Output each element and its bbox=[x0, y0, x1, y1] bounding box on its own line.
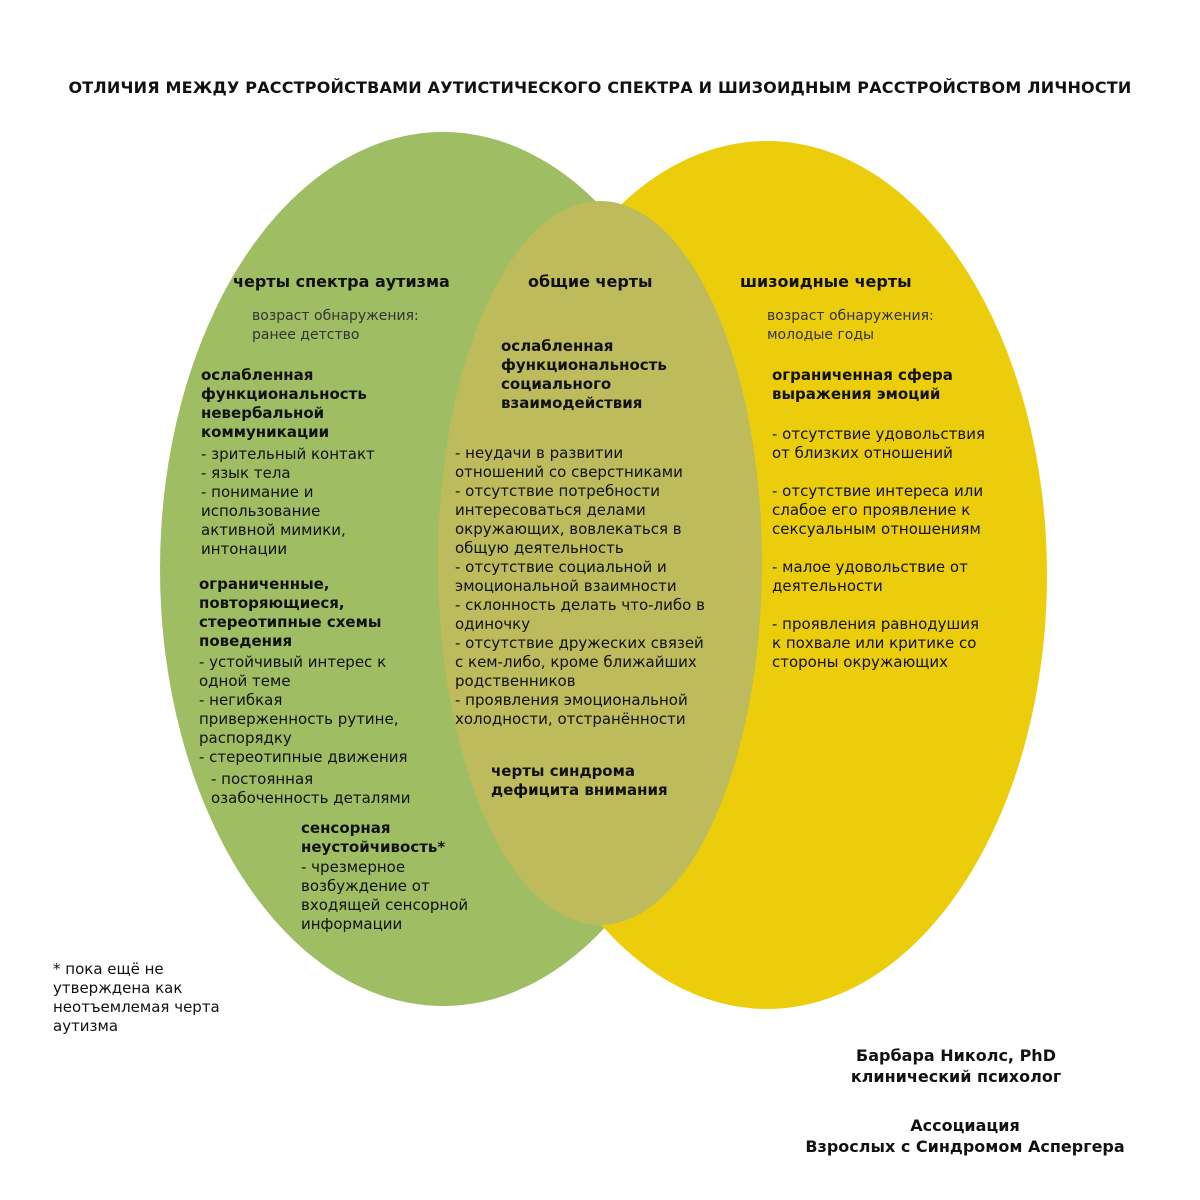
author-block: Барбара Николс, PhD клинический психолог… bbox=[760, 1045, 1170, 1157]
common-group2-title: черты синдрома дефицита внимания bbox=[491, 762, 668, 799]
page-title: ОТЛИЧИЯ МЕЖДУ РАССТРОЙСТВАМИ АУТИСТИЧЕСК… bbox=[68, 78, 1132, 97]
autism-group1-title: ослабленная функциональность невербально… bbox=[201, 366, 367, 441]
common-heading: общие черты bbox=[528, 272, 653, 291]
schizoid-item-3: - малое удовольствие от деятельности bbox=[772, 558, 968, 595]
footnote: * пока ещё не утверждена как неотъемлема… bbox=[53, 960, 220, 1035]
autism-group1-items: - зрительный контакт - язык тела - поним… bbox=[201, 445, 375, 558]
author-org-line2: Взрослых с Синдромом Аспергера bbox=[805, 1137, 1125, 1156]
autism-group2-items: - устойчивый интерес к одной теме - неги… bbox=[199, 653, 408, 766]
autism-age: возраст обнаружения: ранее детство bbox=[252, 308, 419, 343]
author-role: клинический психолог bbox=[850, 1067, 1062, 1086]
author-name: Барбара Николс, PhD bbox=[856, 1046, 1056, 1065]
common-group1-title: ослабленная функциональность социального… bbox=[501, 337, 667, 412]
autism-group2-title: ограниченные, повторяющиеся, стереотипны… bbox=[199, 575, 382, 650]
schizoid-group1-title: ограниченная сфера выражения эмоций bbox=[772, 366, 953, 403]
schizoid-item-4: - проявления равнодушия к похвале или кр… bbox=[772, 615, 979, 671]
autism-group3-title: сенсорная неустойчивость* bbox=[301, 819, 446, 856]
common-group1-items: - неудачи в развитии отношений со сверст… bbox=[455, 444, 705, 728]
overlap-region bbox=[438, 201, 762, 925]
autism-group3-items: - чрезмерное возбуждение от входящей сен… bbox=[301, 858, 469, 933]
schizoid-heading: шизоидные черты bbox=[740, 272, 912, 291]
author-org-line1: Ассоциация bbox=[910, 1116, 1020, 1135]
schizoid-age: возраст обнаружения: молодые годы bbox=[767, 308, 934, 343]
autism-group2-last: - постоянная озабоченность деталями bbox=[211, 770, 411, 807]
schizoid-item-1: - отсутствие удовольствия от близких отн… bbox=[772, 425, 985, 462]
autism-heading: черты спектра аутизма bbox=[233, 272, 450, 291]
schizoid-item-2: - отсутствие интереса или слабое его про… bbox=[772, 482, 984, 538]
